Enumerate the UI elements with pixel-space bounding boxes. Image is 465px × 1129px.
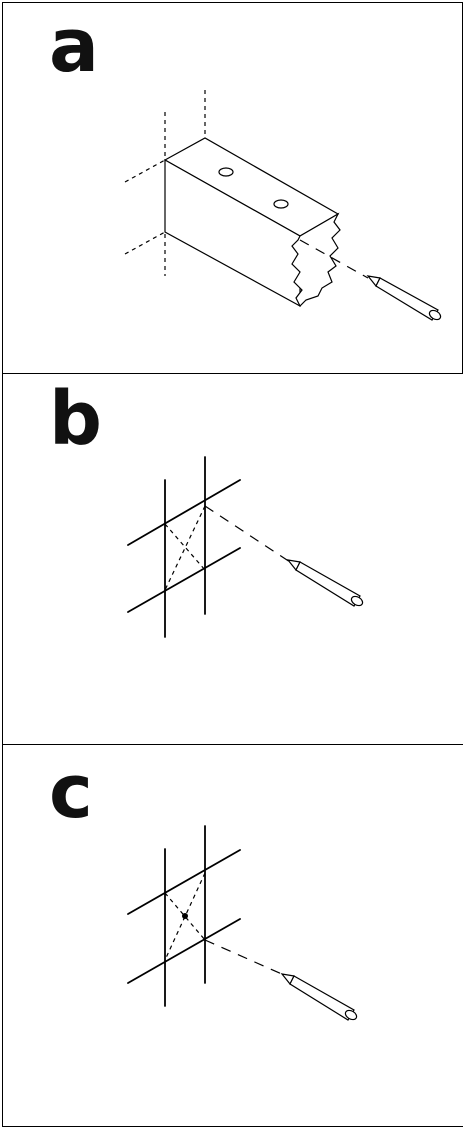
panel-a: a (2, 2, 463, 373)
pencil-icon (280, 973, 358, 1021)
center-point (182, 913, 188, 919)
pencil-icon (286, 559, 364, 607)
extension-line (124, 159, 166, 183)
sight-line (299, 239, 369, 279)
panel-a-label: a (49, 3, 99, 89)
panel-c-label: c (49, 749, 93, 835)
panel-c: c (2, 744, 463, 1127)
panel-b-label: b (49, 376, 102, 462)
diagonal-mark (164, 523, 206, 571)
beam-hole (273, 199, 289, 209)
grid-line (127, 547, 241, 613)
grid-line (127, 479, 241, 546)
grid-line (127, 849, 241, 915)
beam-torn-end (291, 212, 341, 308)
grid-line (127, 918, 241, 984)
sight-line (204, 939, 285, 976)
grid-illustration-b (127, 456, 364, 638)
extension-line (124, 231, 166, 255)
panel-b: b (2, 373, 463, 744)
diagonal-mark (164, 892, 206, 941)
beam-illustration (124, 90, 442, 321)
beam-hole (218, 167, 234, 177)
pencil-icon (366, 275, 442, 321)
sight-line (204, 505, 291, 563)
grid-illustration-c (127, 825, 358, 1021)
diagonal-mark (164, 505, 206, 591)
